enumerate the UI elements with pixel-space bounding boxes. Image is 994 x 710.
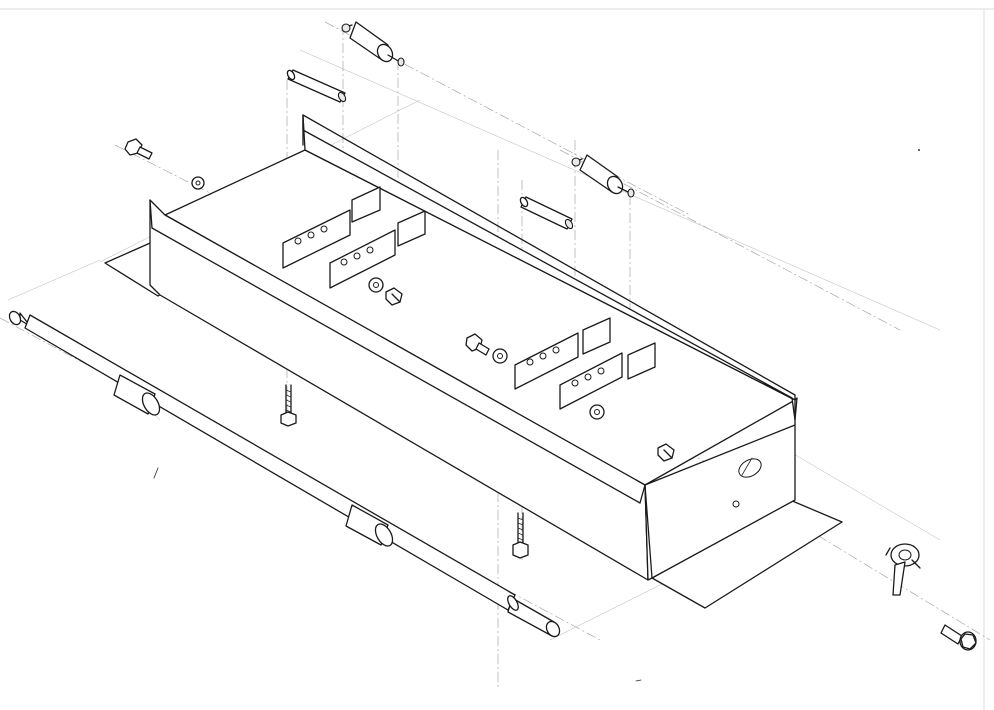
hex-screw — [657, 443, 675, 462]
hex-screw — [124, 138, 153, 160]
flange-bolt — [940, 624, 977, 651]
tray-back-wall — [302, 114, 798, 421]
flat-washer — [589, 404, 605, 420]
mounting-clip — [559, 352, 623, 410]
hex-screw — [385, 287, 403, 306]
long-screw — [512, 512, 529, 559]
clip-tab — [582, 317, 611, 355]
standoff-spacer — [341, 21, 405, 67]
clip-set-right — [514, 317, 656, 410]
end-wall-slot — [738, 458, 762, 478]
mounting-clip — [514, 332, 579, 390]
flat-washer — [368, 277, 384, 293]
clip-set-left — [282, 186, 426, 289]
clip-tab — [627, 342, 656, 380]
end-wall-hole — [732, 500, 740, 508]
threaded-pin — [519, 196, 574, 230]
long-screw — [280, 384, 297, 427]
stray-marks — [153, 149, 920, 682]
side-clamp — [885, 543, 921, 596]
clip-tab — [351, 186, 381, 223]
mounting-clip — [329, 229, 396, 289]
frame-border — [0, 8, 994, 710]
flat-washer — [191, 176, 205, 190]
bracket-tray — [104, 114, 843, 609]
standoff-spacer — [571, 154, 635, 198]
threaded-pin — [286, 69, 347, 103]
hex-screw — [465, 333, 490, 356]
clip-tab — [397, 210, 426, 247]
flat-washer — [492, 348, 508, 364]
shaft-with-rollers — [8, 310, 561, 638]
mounting-clip — [282, 209, 351, 269]
